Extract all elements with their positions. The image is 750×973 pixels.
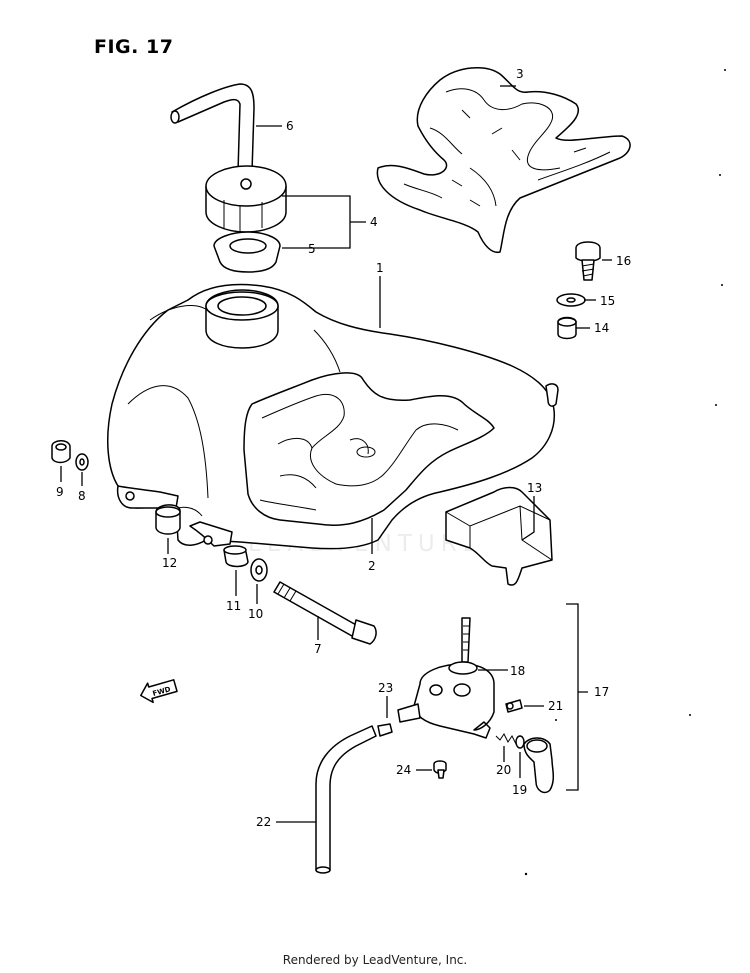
- callout-12: 12: [162, 556, 177, 570]
- callout-2: 2: [368, 559, 376, 573]
- screw-part-21[interactable]: [505, 699, 523, 713]
- collar-part-11[interactable]: [223, 545, 249, 568]
- callout-labels: 1 2 3 4 5 6 7 8 9 10 11 12 13 14 15 16 1…: [56, 67, 631, 829]
- callout-11: 11: [226, 599, 241, 613]
- callout-13: 13: [527, 481, 542, 495]
- nut-part-9[interactable]: [51, 440, 71, 464]
- callout-15: 15: [600, 294, 615, 308]
- washer-part-15[interactable]: [556, 293, 586, 307]
- fuel-hose-part-22[interactable]: [315, 725, 377, 874]
- breather-hose-part-6[interactable]: [170, 83, 255, 173]
- washer-part-10[interactable]: [250, 558, 268, 582]
- leader-lines: [60, 85, 612, 823]
- bolt-part-16[interactable]: [575, 241, 601, 281]
- callout-6: 6: [286, 119, 294, 133]
- spring-part-20[interactable]: [495, 733, 525, 749]
- callout-10: 10: [248, 607, 263, 621]
- callout-21: 21: [548, 699, 563, 713]
- washer-part-8[interactable]: [75, 453, 89, 471]
- callout-5: 5: [308, 242, 316, 256]
- callout-23: 23: [378, 681, 393, 695]
- footer-credit: Rendered by LeadVenture, Inc.: [282, 953, 468, 967]
- callout-16: 16: [616, 254, 631, 268]
- tank-decal-part-3[interactable]: [376, 67, 631, 254]
- callout-24: 24: [396, 763, 411, 777]
- collar-part-14[interactable]: [557, 316, 577, 340]
- fuel-cock-part-17[interactable]: [397, 617, 495, 739]
- callout-3: 3: [516, 67, 524, 81]
- cap-gasket-part-5[interactable]: [213, 231, 281, 273]
- tank-bracket-part-13[interactable]: [445, 486, 553, 586]
- arrow-left-icon: FWD: [140, 679, 178, 704]
- scan-dots: [524, 69, 726, 876]
- callout-4: 4: [370, 215, 378, 229]
- screw-part-24[interactable]: [433, 760, 447, 779]
- callout-18: 18: [510, 664, 525, 678]
- figure-title: FIG. 17: [94, 36, 174, 58]
- callout-1: 1: [376, 261, 384, 275]
- callout-19: 19: [512, 783, 527, 797]
- callout-20: 20: [496, 763, 511, 777]
- callout-22: 22: [256, 815, 271, 829]
- callout-9: 9: [56, 485, 64, 499]
- long-bolt-part-7[interactable]: [273, 581, 377, 645]
- lever-part-19[interactable]: [523, 737, 555, 794]
- callout-8: 8: [78, 489, 86, 503]
- fuel-tank-part-1[interactable]: [107, 283, 559, 550]
- fuel-cap-part-4[interactable]: [205, 165, 287, 233]
- clamp-part-23[interactable]: [377, 723, 393, 737]
- callout-17: 17: [594, 685, 609, 699]
- callout-7: 7: [314, 642, 322, 656]
- callout-14: 14: [594, 321, 609, 335]
- grommet-part-12[interactable]: [155, 504, 181, 535]
